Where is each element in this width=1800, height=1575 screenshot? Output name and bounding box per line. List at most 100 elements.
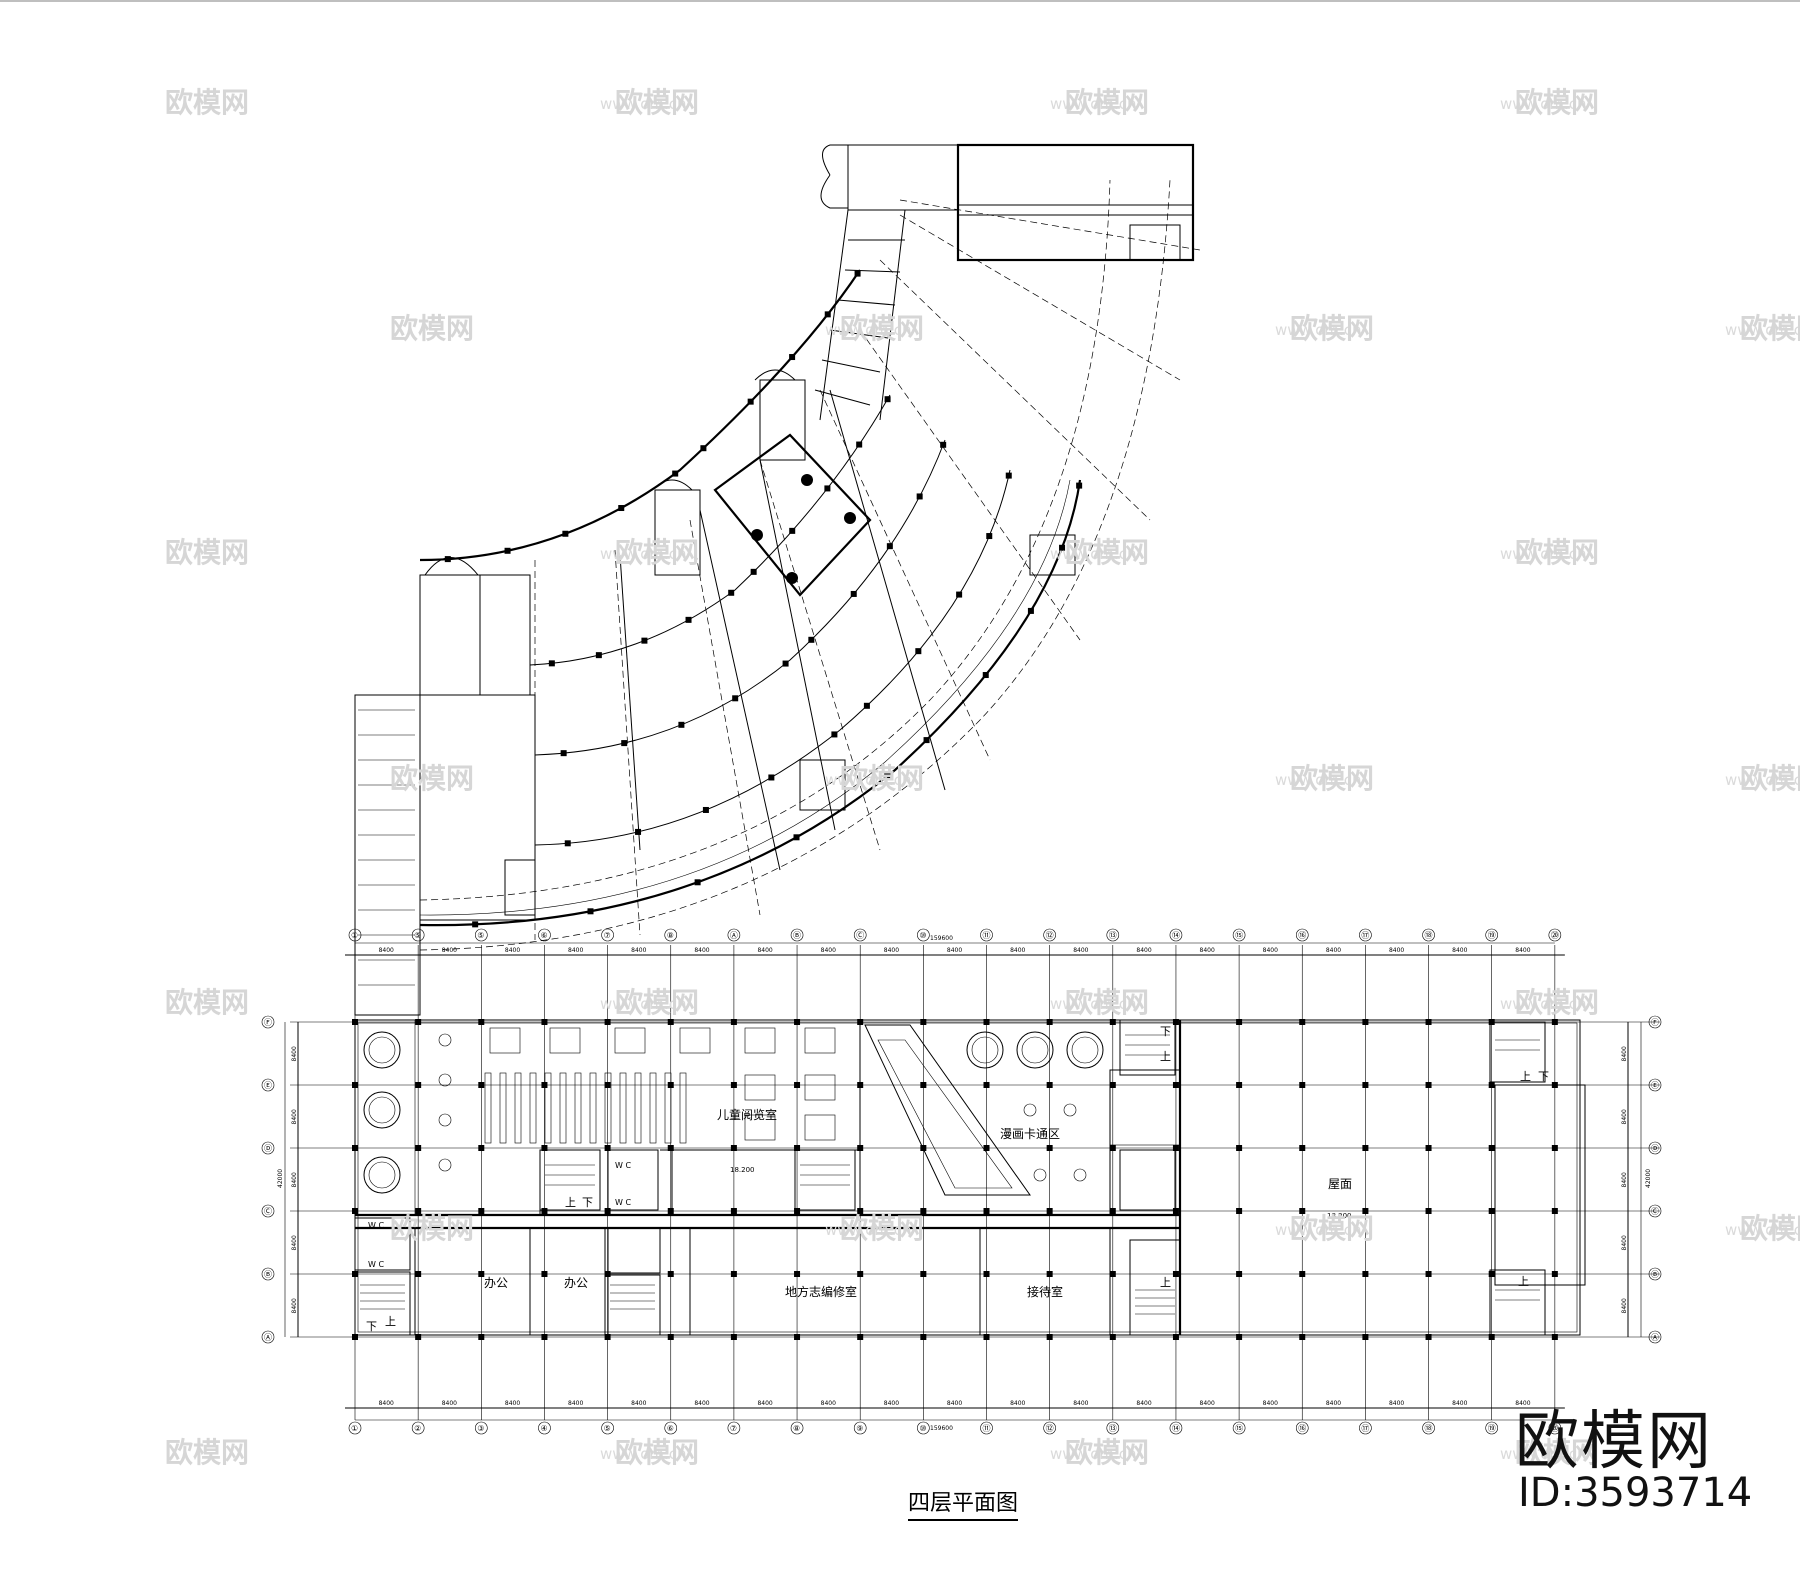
grid-bubble-top	[474, 928, 488, 942]
column	[672, 470, 679, 477]
grid-label-top: ⑮	[1235, 931, 1243, 940]
grid-bubble-right	[1648, 1078, 1662, 1092]
grid-label-left: Ⓐ	[264, 1333, 272, 1342]
bay-dimension: 8400	[505, 947, 520, 954]
grid-bubble-top	[1359, 928, 1372, 942]
grid-bubble-top	[1043, 928, 1056, 942]
grid-label-top: ⑥	[540, 931, 547, 940]
grid-bubble-top	[1169, 928, 1183, 942]
bay-dimension: 8400	[1136, 947, 1151, 954]
grid-bubble-bottom	[917, 1421, 930, 1435]
column	[700, 445, 707, 452]
grid-bubble-top	[790, 928, 804, 942]
grid-label-top: ⑤	[477, 931, 484, 940]
grid-label-bottom: ②	[414, 1424, 421, 1433]
grid-label-top: ⑱	[1425, 931, 1433, 940]
label-reception: 接待室	[1027, 1284, 1063, 1299]
watermark-logo: 欧模网	[1065, 1436, 1149, 1469]
grid-bubble-top	[1232, 928, 1246, 942]
bay-dimension: 8400	[1200, 947, 1215, 954]
arc-columns	[444, 270, 1083, 928]
wc-mark: W C	[368, 1260, 384, 1269]
grid-bubble-bottom	[1043, 1421, 1056, 1435]
column	[635, 828, 642, 835]
watermark-logo: 欧模网	[1065, 986, 1149, 1019]
wc-mark: W C	[615, 1198, 631, 1207]
column	[444, 556, 451, 563]
brand-id: ID:3593714	[1518, 1470, 1753, 1516]
watermark-logo: 欧模网	[1740, 1212, 1800, 1245]
watermark-logo: 欧模网	[390, 762, 474, 795]
grid-bubble-top	[1422, 928, 1435, 942]
watermark-url: www.om.cn	[600, 1445, 687, 1463]
bay-dimension: 8400	[505, 1400, 520, 1407]
stair-up-mark: 上	[1520, 1070, 1531, 1083]
column	[504, 547, 511, 554]
grid-label-top: ⑩	[919, 931, 926, 940]
grid-bubble-bottom	[1485, 1421, 1498, 1435]
grid-bubble-right	[1648, 1330, 1662, 1344]
column	[728, 589, 735, 596]
grid-label-left: Ⓕ	[264, 1018, 272, 1027]
grid-label-left: Ⓔ	[264, 1081, 272, 1090]
bay-dimension: 8400	[379, 1400, 394, 1407]
grid-bubble-top	[348, 928, 362, 942]
grid-label-top: ⑤	[414, 931, 421, 940]
bookshelves	[484, 1072, 687, 1144]
watermark-logo: 欧模网	[1065, 536, 1149, 569]
column	[1059, 544, 1066, 551]
watermark-url: www.om.cn	[825, 321, 912, 339]
watermark-logo: 欧模网	[840, 1212, 924, 1245]
bay-dimension: 8400	[1621, 1109, 1628, 1124]
wc-mark: W C	[368, 1221, 384, 1230]
bay-dimension: 8400	[1621, 1172, 1628, 1187]
watermark-url: www.om.cn	[1725, 771, 1800, 789]
grid-bubble-bottom	[1169, 1421, 1183, 1435]
bay-dimension: 8400	[568, 947, 583, 954]
column	[587, 908, 594, 915]
bay-dimension: 8400	[947, 1400, 962, 1407]
stair-up-mark: 上	[565, 1196, 576, 1209]
grid-bubble-top	[980, 928, 993, 942]
watermark-url: www.om.cn	[1275, 1221, 1362, 1239]
watermark-url: www.om.cn	[1050, 95, 1137, 113]
stair-up-mark: 上	[1518, 1275, 1529, 1288]
bay-dimension: 8400	[631, 947, 646, 954]
watermark-logo: 欧模网	[840, 312, 924, 345]
dimension-lines: 159600 159600 8400 8400 8400 8400 8400 8400 8400…	[261, 928, 1662, 1435]
bay-dimension: 8400	[1073, 1400, 1088, 1407]
watermark-url: www.om.cn	[1500, 545, 1587, 563]
structural-columns	[352, 1019, 1558, 1340]
grid-bubble-bottom	[664, 1421, 678, 1435]
bay-dimension: 8400	[291, 1298, 298, 1313]
watermark-logo: 欧模网	[1515, 86, 1599, 119]
grid-bubble-left	[261, 1330, 275, 1344]
watermark-url: www.om.cn	[825, 1221, 912, 1239]
total-length-bottom: 159600	[930, 1425, 953, 1432]
room-labels: 儿童阅览室 漫画卡通区 办公 办公 地方志编修室 接待室 屋面 18.200 1…	[366, 1025, 1549, 1333]
bay-dimension: 8400	[1515, 1400, 1530, 1407]
bay-dimension: 8400	[442, 1400, 457, 1407]
grid-bubble-left	[261, 1141, 275, 1155]
watermark-logo: 欧模网	[1740, 762, 1800, 795]
grid-label-top: ⑯	[1298, 931, 1306, 940]
grid-label-top: ⑬	[1109, 931, 1117, 940]
watermark-logo: 欧模网	[615, 86, 699, 119]
grid-label-top: ①	[351, 931, 358, 940]
grid-label-right: Ⓒ	[1651, 1207, 1659, 1216]
column	[618, 505, 625, 512]
column	[595, 652, 602, 659]
column	[986, 533, 993, 540]
grid-bubble-top	[1295, 928, 1309, 942]
watermark-url: www.om.cn	[1500, 1445, 1587, 1463]
wc-mark: W C	[615, 1161, 631, 1170]
column	[694, 879, 701, 886]
column	[923, 737, 930, 744]
stair-down-mark: 下	[1160, 1025, 1171, 1038]
total-length-top: 159600	[930, 935, 953, 942]
bay-dimension: 8400	[821, 947, 836, 954]
grid-bubble-bottom	[1232, 1421, 1246, 1435]
watermark-logo: 欧模网	[615, 536, 699, 569]
grid-bubble-right	[1648, 1015, 1662, 1029]
grid-label-top: Ⓐ	[730, 931, 738, 940]
